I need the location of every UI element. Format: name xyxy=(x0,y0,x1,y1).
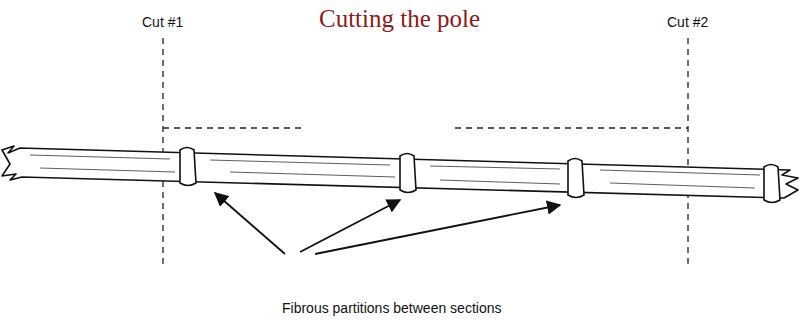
cut-label: Cut #1 xyxy=(142,14,183,31)
pole-grain xyxy=(30,155,760,188)
leader-arrow xyxy=(215,193,560,254)
partition-ring xyxy=(180,148,780,203)
cut-guide xyxy=(163,38,688,268)
caption-label: Fibrous partitions between sections xyxy=(282,300,501,317)
cut-label: Cut #2 xyxy=(667,14,708,31)
bamboo-pole xyxy=(2,146,798,198)
diagram-title: Cutting the pole xyxy=(319,4,480,34)
